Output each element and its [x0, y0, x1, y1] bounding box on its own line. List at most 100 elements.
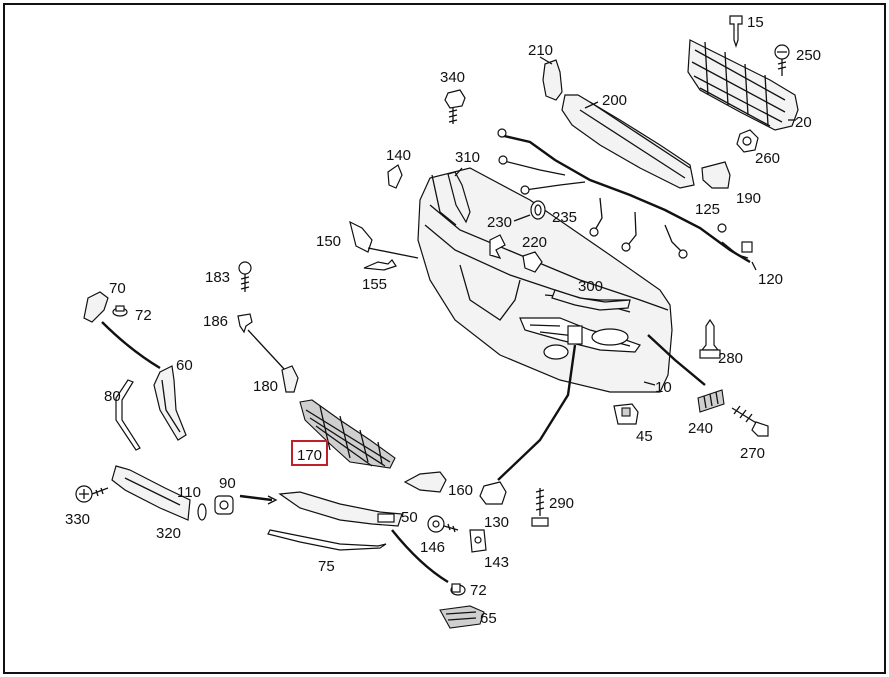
callout-190[interactable]: 190 [736, 190, 761, 207]
part-320-license-plate-bracket[interactable] [111, 465, 191, 521]
part-290-bolt[interactable] [531, 488, 549, 527]
part-20-crossmember[interactable] [687, 39, 799, 131]
callout-280[interactable]: 280 [718, 350, 743, 367]
callout-125[interactable]: 125 [695, 201, 720, 218]
part-143-clip[interactable] [469, 529, 487, 553]
part-70-holder[interactable] [83, 291, 109, 323]
part-200-support[interactable] [561, 94, 695, 189]
callout-60[interactable]: 60 [176, 357, 193, 374]
callout-180[interactable]: 180 [253, 378, 278, 395]
highlight-box-170 [291, 440, 328, 466]
callout-146[interactable]: 146 [420, 539, 445, 556]
leader-10-240 [647, 334, 706, 386]
callout-120[interactable]: 120 [758, 271, 783, 288]
callout-20[interactable]: 20 [795, 114, 812, 131]
part-80-trim-strip[interactable] [115, 379, 141, 451]
leader-230 [513, 214, 531, 222]
diagram-border [3, 3, 886, 674]
leader-210 [539, 56, 553, 65]
part-130-sensor-holder[interactable] [479, 481, 507, 505]
callout-340[interactable]: 340 [440, 69, 465, 86]
leader-310 [454, 167, 463, 177]
part-183-screw[interactable] [238, 261, 252, 292]
part-340-screw[interactable] [444, 89, 466, 124]
part-150-bracket[interactable] [349, 220, 373, 253]
callout-90[interactable]: 90 [219, 475, 236, 492]
part-300-strip[interactable] [551, 289, 631, 311]
part-146-nut[interactable] [427, 515, 459, 533]
part-170-grille[interactable] [299, 399, 396, 469]
leader-186-180 [247, 329, 286, 371]
callout-140[interactable]: 140 [386, 147, 411, 164]
callout-290[interactable]: 290 [549, 495, 574, 512]
callout-310[interactable]: 310 [455, 149, 480, 166]
callout-80[interactable]: 80 [104, 388, 121, 405]
callout-160[interactable]: 160 [448, 482, 473, 499]
part-110-grommet[interactable] [197, 503, 207, 521]
callout-235[interactable]: 235 [552, 209, 577, 226]
part-155-arrow[interactable] [363, 259, 397, 271]
sensor-cable [497, 344, 577, 481]
callout-186[interactable]: 186 [203, 313, 228, 330]
part-330-screw[interactable] [75, 485, 109, 503]
callout-150[interactable]: 150 [316, 233, 341, 250]
part-260-nut[interactable] [736, 129, 759, 153]
part-45-bracket[interactable] [613, 403, 639, 425]
part-72-plug-right[interactable] [450, 583, 466, 596]
part-190-bracket[interactable] [701, 161, 731, 189]
callout-240[interactable]: 240 [688, 420, 713, 437]
part-210-bracket[interactable] [542, 59, 563, 101]
callout-183[interactable]: 183 [205, 269, 230, 286]
part-90-sensor[interactable] [214, 495, 234, 515]
arrow-90 [267, 495, 278, 505]
part-280-clip[interactable] [699, 318, 721, 359]
part-180-bracket[interactable] [281, 365, 299, 393]
callout-260[interactable]: 260 [755, 150, 780, 167]
callout-330[interactable]: 330 [65, 511, 90, 528]
part-186-clip[interactable] [237, 313, 253, 334]
callout-50[interactable]: 50 [401, 509, 418, 526]
callout-270[interactable]: 270 [740, 445, 765, 462]
callout-155[interactable]: 155 [362, 276, 387, 293]
callout-110[interactable]: 110 [177, 484, 201, 501]
callout-170[interactable]: 170 [297, 447, 322, 464]
callout-75[interactable]: 75 [318, 558, 335, 575]
callout-130[interactable]: 130 [484, 514, 509, 531]
part-72-plug-left[interactable] [112, 305, 128, 317]
part-140-clip[interactable] [387, 164, 403, 189]
callout-220[interactable]: 220 [522, 234, 547, 251]
part-310-strip[interactable] [447, 171, 471, 224]
callout-230[interactable]: 230 [487, 214, 512, 231]
callout-200[interactable]: 200 [602, 92, 627, 109]
callout-320[interactable]: 320 [156, 525, 181, 542]
part-60-side-strip[interactable] [153, 365, 187, 441]
callout-72-right[interactable]: 72 [470, 582, 487, 599]
leader-150 [367, 247, 419, 259]
callout-72-left[interactable]: 72 [135, 307, 152, 324]
callout-10[interactable]: 10 [655, 379, 672, 396]
callout-210[interactable]: 210 [528, 42, 553, 59]
part-220-bracket[interactable] [489, 234, 543, 273]
leader-10 [643, 381, 656, 386]
leader-50-72 [391, 529, 449, 584]
callout-250[interactable]: 250 [796, 47, 821, 64]
callout-70[interactable]: 70 [109, 280, 126, 297]
part-235-bushing[interactable] [530, 200, 546, 220]
callout-143[interactable]: 143 [484, 554, 509, 571]
part-250-screw[interactable] [774, 44, 790, 76]
part-240-bracket[interactable] [697, 389, 725, 413]
part-50-trim-strip[interactable] [278, 491, 403, 527]
leader-200 [584, 101, 599, 109]
part-75-trim-strip[interactable] [267, 529, 387, 551]
part-120-wiring-harness[interactable] [497, 128, 753, 264]
callout-65[interactable]: 65 [480, 610, 497, 627]
part-270-bolt[interactable] [731, 405, 769, 437]
part-65-holder[interactable] [439, 605, 485, 629]
part-160-clip[interactable] [403, 471, 447, 493]
callout-45[interactable]: 45 [636, 428, 653, 445]
callout-300[interactable]: 300 [578, 278, 603, 295]
part-15-clip[interactable] [729, 15, 743, 48]
callout-15[interactable]: 15 [747, 14, 764, 31]
